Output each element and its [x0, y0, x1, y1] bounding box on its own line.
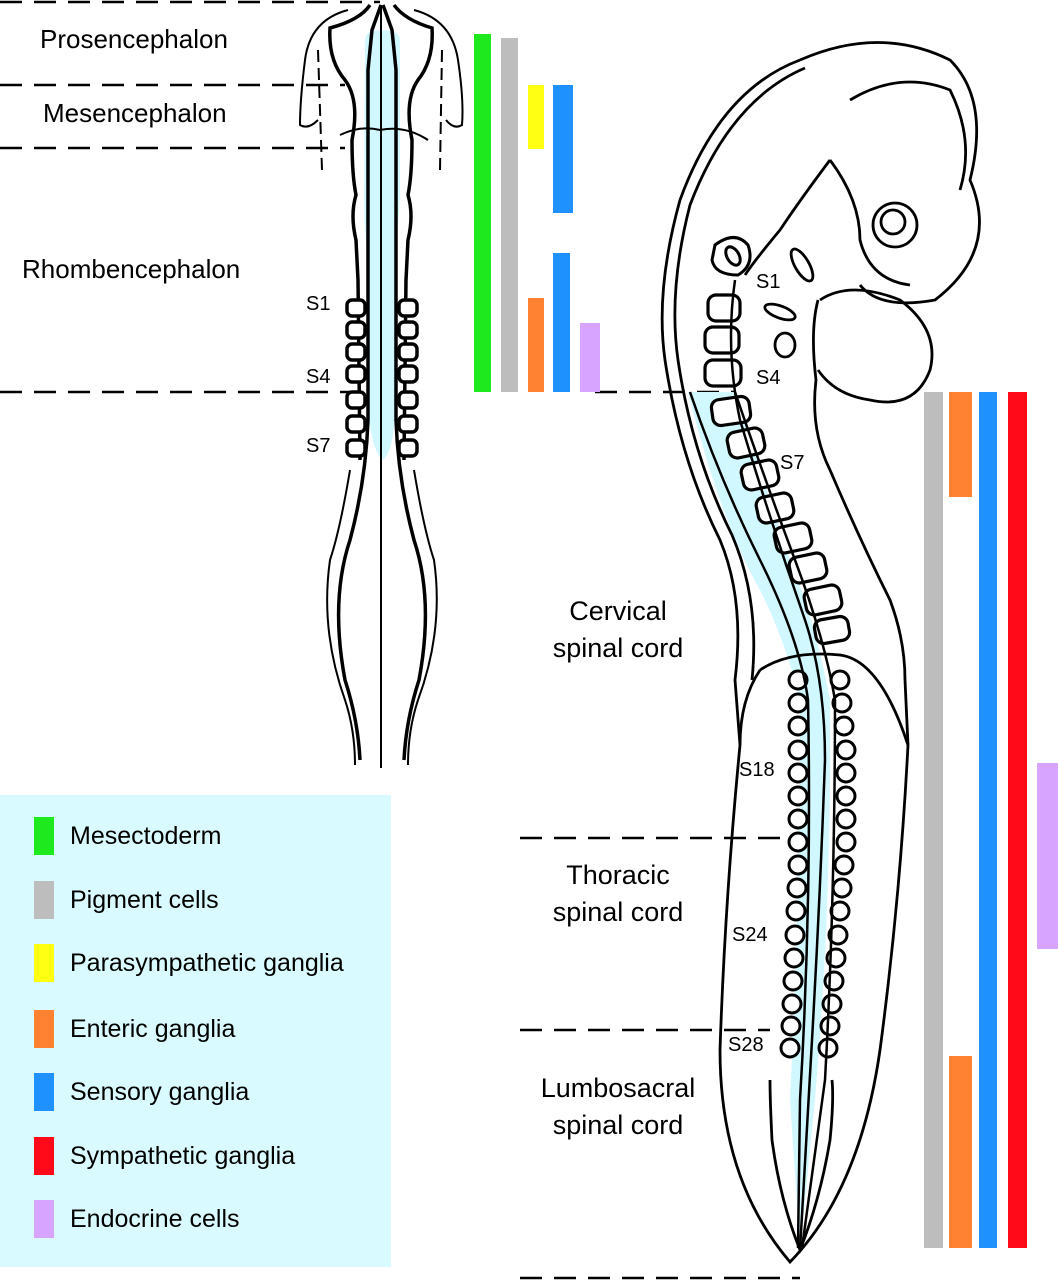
- thoracic-line2: spinal cord: [552, 897, 684, 927]
- trunk-bar-sympathetic: [1008, 392, 1027, 1248]
- lateral-somite-label-s7: S7: [780, 452, 805, 474]
- spinal-cord-lines: [688, 279, 837, 1251]
- legend-item-endocrine: Endocrine cells: [34, 1200, 240, 1238]
- legend-label-enteric: Enteric ganglia: [70, 1014, 236, 1043]
- label-prosencephalon: Prosencephalon: [40, 24, 228, 54]
- legend-item-parasympathetic: Parasympathetic ganglia: [34, 944, 344, 982]
- legend-swatch-endocrine: [34, 1200, 54, 1238]
- pharyngeal-arches: [763, 247, 815, 359]
- trunk-bar-enteric-lower: [949, 1056, 972, 1248]
- cranial-bar-mesectoderm: [474, 34, 491, 392]
- lateral-somite-label-s4: S4: [756, 367, 781, 389]
- legend-label-sensory: Sensory ganglia: [70, 1077, 250, 1106]
- lumbosacral-line2: spinal cord: [552, 1110, 684, 1140]
- cranial-bar-sensory-lower: [553, 253, 570, 392]
- trunk-bar-enteric-upper: [949, 392, 972, 497]
- trunk-bar-endocrine: [1037, 763, 1058, 949]
- lumbosacral-line1: Lumbosacral: [540, 1073, 696, 1103]
- legend-swatch-parasympathetic: [34, 944, 54, 982]
- legend-item-sympathetic: Sympathetic ganglia: [34, 1137, 295, 1175]
- legend-item-enteric: Enteric ganglia: [34, 1010, 235, 1048]
- lateral-somite-label-s18: S18: [739, 759, 775, 781]
- legend-label-sympathetic: Sympathetic ganglia: [70, 1141, 296, 1170]
- trunk-bar-pigment: [924, 392, 943, 1248]
- cervical-line2: spinal cord: [552, 633, 684, 663]
- legend-swatch-sympathetic: [34, 1137, 54, 1175]
- legend: Mesectoderm Pigment cells Parasympatheti…: [0, 795, 391, 1267]
- dorsal-view-embryo: [298, 3, 464, 768]
- cervical-line1: Cervical: [569, 596, 667, 626]
- legend-item-mesectoderm: Mesectoderm: [34, 817, 221, 855]
- dorsal-somite-label-s1: S1: [306, 293, 331, 315]
- dorsal-somite-label-s7: S7: [306, 435, 331, 457]
- dorsal-somites: [345, 298, 419, 458]
- label-rhombencephalon: Rhombencephalon: [22, 254, 241, 284]
- label-cervical-spinal-cord: Cervical spinal cord: [508, 593, 728, 667]
- lateral-somite-label-s28: S28: [728, 1034, 764, 1056]
- trunk-somites: [779, 669, 857, 1059]
- legend-swatch-enteric: [34, 1010, 54, 1048]
- cranial-bar-pigment: [501, 38, 518, 392]
- lateral-somite-label-s24: S24: [732, 924, 768, 946]
- legend-item-pigment: Pigment cells: [34, 881, 219, 919]
- legend-swatch-pigment: [34, 881, 54, 919]
- legend-label-pigment: Pigment cells: [70, 885, 219, 914]
- lateral-view-embryo: [660, 41, 981, 1265]
- lateral-somite-label-s1: S1: [756, 271, 781, 293]
- legend-label-endocrine: Endocrine cells: [70, 1204, 240, 1233]
- region-boundaries: [0, 0, 800, 1280]
- cranial-bar-endocrine: [580, 323, 600, 392]
- legend-label-parasympathetic: Parasympathetic ganglia: [70, 948, 344, 977]
- dorsal-somite-label-s4: S4: [306, 366, 331, 388]
- eye: [871, 201, 919, 249]
- legend-item-sensory: Sensory ganglia: [34, 1073, 249, 1111]
- legend-label-mesectoderm: Mesectoderm: [70, 821, 222, 850]
- legend-swatch-sensory: [34, 1073, 54, 1111]
- cranial-bar-sensory-upper: [553, 85, 573, 213]
- otic-vesicle: [710, 236, 752, 277]
- legend-swatch-mesectoderm: [34, 817, 54, 855]
- lateral-somites: [703, 293, 852, 646]
- cranial-bar-parasympathetic: [528, 85, 544, 149]
- label-lumbosacral-spinal-cord: Lumbosacral spinal cord: [508, 1070, 728, 1144]
- thoracic-line1: Thoracic: [566, 860, 670, 890]
- label-mesencephalon: Mesencephalon: [43, 98, 227, 128]
- cranial-bar-enteric: [528, 298, 544, 392]
- label-thoracic-spinal-cord: Thoracic spinal cord: [508, 857, 728, 931]
- trunk-bar-sensory: [979, 392, 997, 1248]
